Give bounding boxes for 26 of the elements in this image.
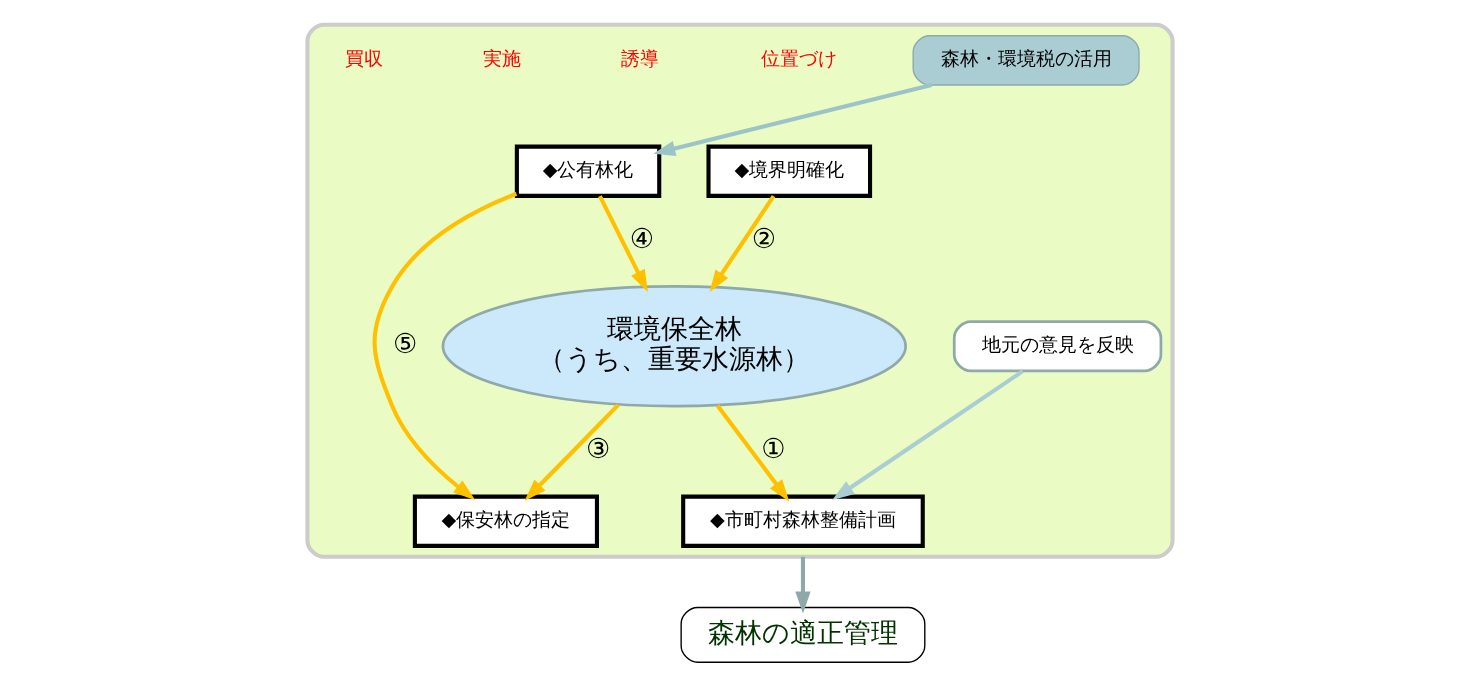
arrow — [597, 195, 648, 292]
node-ellipse: 環境保全林 （うち、重要水源林） — [441, 285, 907, 408]
label: 買収 — [344, 47, 383, 71]
arrow — [372, 191, 517, 500]
cluster — [304, 22, 1175, 559]
label: 位置づけ — [760, 47, 837, 71]
node-box: 森林の適正管理 — [679, 606, 925, 663]
edge-label: ③ — [585, 433, 611, 465]
label: 誘導 — [620, 47, 659, 71]
arrow — [794, 556, 811, 614]
arrow — [715, 404, 789, 502]
edge-label: ② — [751, 222, 776, 254]
node-box: ◆保安林の指定 — [412, 494, 599, 548]
label: 実施 — [482, 47, 521, 71]
arrow — [652, 83, 932, 156]
arrow — [831, 369, 1024, 500]
node-box: ◆市町村森林整備計画 — [680, 494, 925, 548]
node-box: 森林・環境税の活用 — [912, 35, 1140, 86]
node-box: 地元の意見を反映 — [952, 320, 1162, 373]
edge-label: ④ — [629, 222, 654, 254]
node-box: ◆公有林化 — [514, 144, 661, 198]
edge-label: ⑤ — [392, 328, 418, 360]
node-box: ◆境界明確化 — [705, 144, 872, 198]
edge-label: ① — [760, 433, 786, 465]
arrow — [709, 195, 775, 292]
arrow — [524, 403, 620, 501]
